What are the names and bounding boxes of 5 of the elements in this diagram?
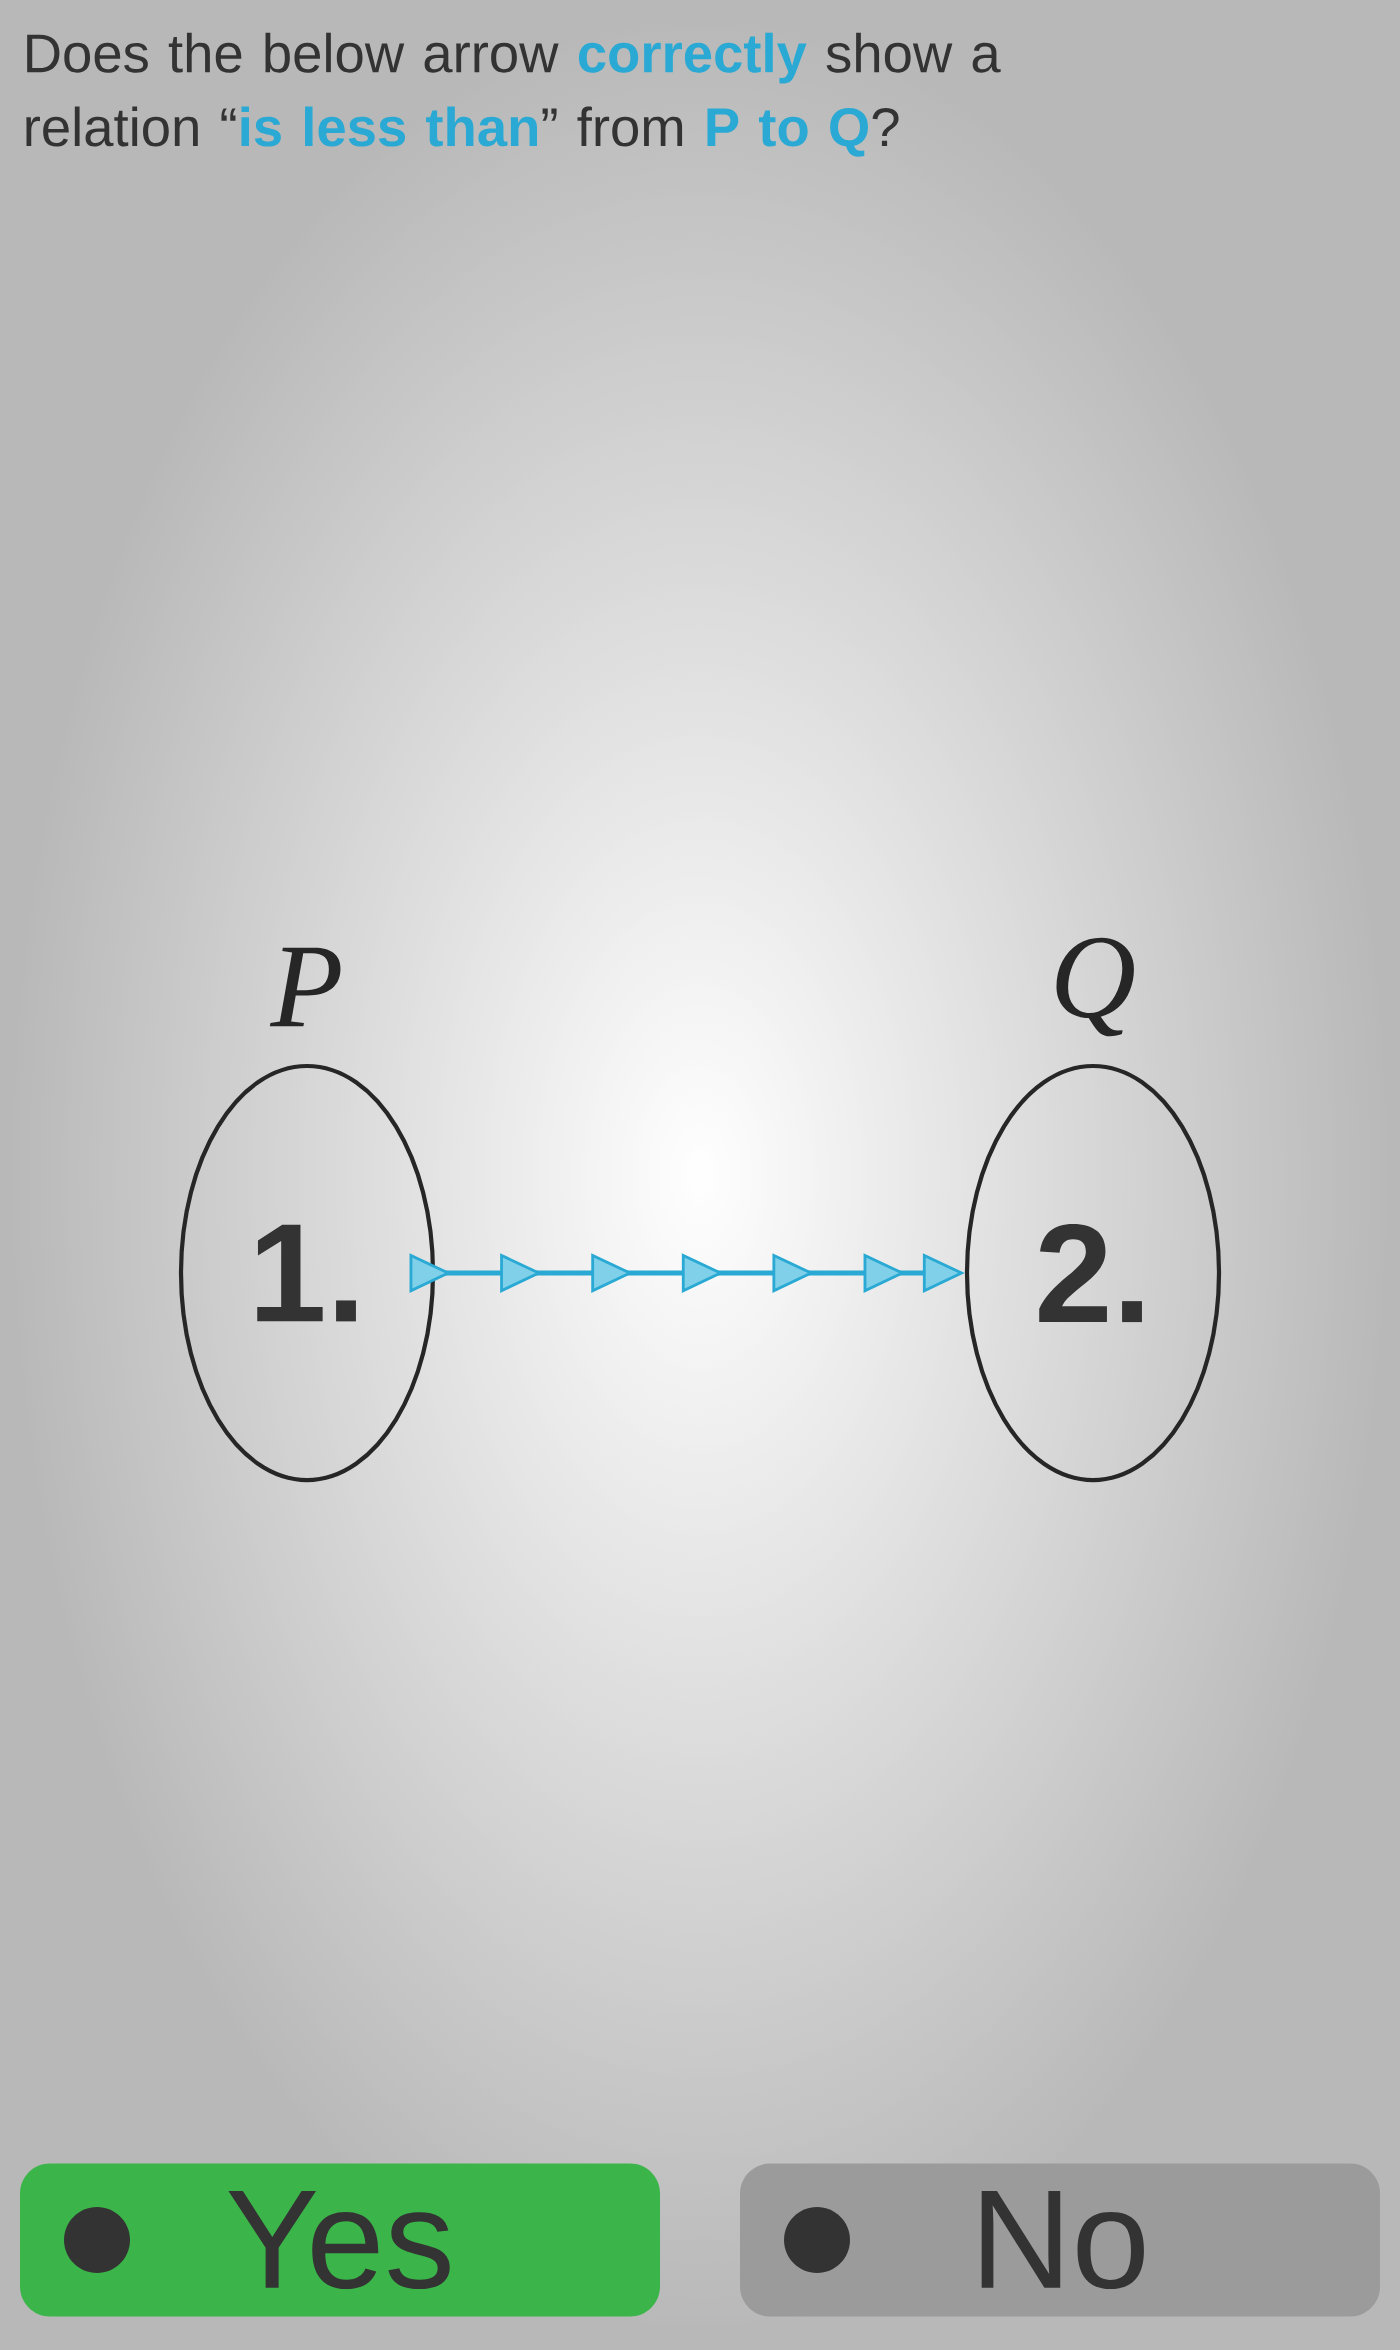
set-label: Q <box>1056 937 1134 1037</box>
question-text: Does the below arrow correctly show a relation “is less than” from P to Q? <box>26 32 1001 157</box>
answer-button: No <box>740 2163 1380 2317</box>
answer-button: Yes <box>20 2163 660 2317</box>
set-label: P <box>269 947 341 1027</box>
